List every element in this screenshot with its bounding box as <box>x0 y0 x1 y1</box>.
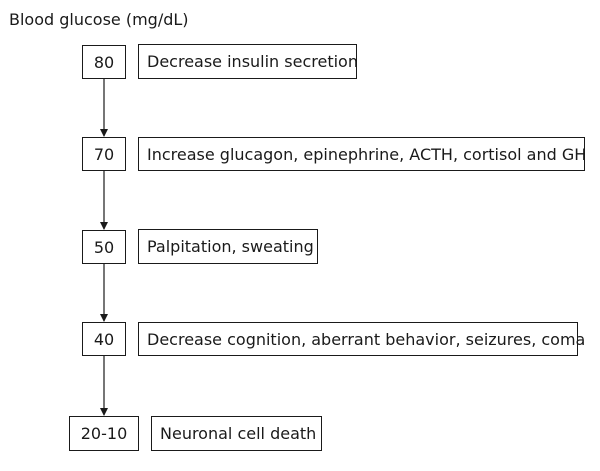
effect-40-box: Decrease cognition, aberrant behavior, s… <box>138 322 585 356</box>
glucose-level-70-box: 70 <box>82 137 126 171</box>
glucose-level-20-10-box: 20-10 <box>69 416 139 451</box>
glucose-level-80-box: 80 <box>82 45 126 79</box>
effect-50-box: Palpitation, sweating <box>138 229 318 264</box>
glucose-level-40-box: 40 <box>82 322 126 356</box>
effect-20-10-box: Neuronal cell death <box>151 416 322 451</box>
effect-80-box: Decrease insulin secretion <box>138 44 358 79</box>
diagram-title: Blood glucose (mg/dL) <box>9 10 189 29</box>
glucose-level-50-box: 50 <box>82 230 126 264</box>
effect-70-box: Increase glucagon, epinephrine, ACTH, co… <box>138 137 586 171</box>
